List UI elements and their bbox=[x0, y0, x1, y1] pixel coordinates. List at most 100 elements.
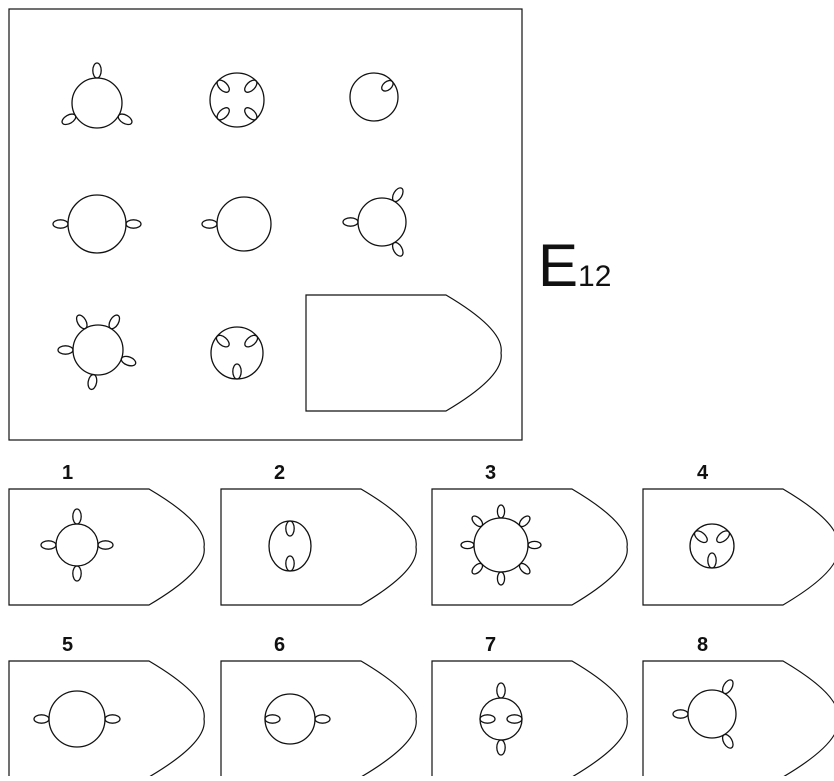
petal-loop bbox=[285, 520, 295, 537]
figure-circle bbox=[71, 77, 123, 129]
option-8-number: 8 bbox=[697, 634, 709, 656]
option-8-figure bbox=[672, 679, 737, 749]
option-7-frame bbox=[431, 660, 628, 778]
petal-loop bbox=[518, 562, 531, 575]
petal-loop bbox=[721, 679, 734, 695]
option-8-frame bbox=[642, 660, 834, 778]
option-4-frame bbox=[642, 488, 834, 606]
petal-loop bbox=[61, 113, 77, 126]
cell-3-2 bbox=[210, 326, 264, 380]
option-7-number: 7 bbox=[485, 634, 497, 656]
petal-loop bbox=[97, 540, 114, 550]
option-5-frame bbox=[8, 660, 205, 778]
puzzle-number: 12 bbox=[578, 260, 612, 293]
figure-circle bbox=[479, 697, 523, 741]
figure-circle bbox=[55, 523, 99, 567]
option-4-figure bbox=[689, 523, 735, 569]
petal-loop bbox=[75, 314, 88, 330]
petal-loop bbox=[471, 515, 484, 528]
petal-loop bbox=[707, 552, 717, 569]
option-4-number: 4 bbox=[697, 462, 709, 484]
petal-loop bbox=[716, 530, 731, 544]
petal-loop bbox=[506, 714, 523, 724]
option-3-figure bbox=[460, 504, 542, 586]
petal-loop bbox=[120, 355, 137, 367]
cell-1-3 bbox=[349, 72, 399, 122]
petal-loop bbox=[314, 714, 331, 724]
option-1-number: 1 bbox=[62, 462, 74, 484]
petal-loop bbox=[496, 504, 506, 519]
petal-loop bbox=[496, 571, 506, 586]
option-5-figure bbox=[33, 690, 121, 748]
petal-loop bbox=[244, 79, 258, 93]
option-6-frame bbox=[220, 660, 417, 778]
petal-loop bbox=[216, 79, 230, 93]
cell-1-1 bbox=[61, 62, 133, 129]
figure-circle bbox=[67, 194, 127, 254]
figure-circle bbox=[687, 689, 737, 739]
petal-loop bbox=[527, 540, 542, 550]
petal-loop bbox=[496, 739, 506, 756]
figure-circle bbox=[264, 693, 316, 745]
petal-loop bbox=[216, 107, 230, 121]
option-6-figure bbox=[264, 693, 331, 745]
figure-circle bbox=[349, 72, 399, 122]
cell-3-1 bbox=[57, 314, 137, 391]
figure-circle bbox=[48, 690, 106, 748]
figure-circle bbox=[357, 197, 407, 247]
cell-1-2 bbox=[209, 72, 265, 128]
petal-loop bbox=[57, 345, 74, 355]
option-2-figure bbox=[268, 520, 312, 572]
petal-loop bbox=[244, 334, 259, 348]
cell-2-1 bbox=[52, 194, 142, 254]
cell-2-2 bbox=[201, 196, 272, 252]
petal-loop bbox=[40, 540, 57, 550]
petal-loop bbox=[201, 219, 218, 229]
option-7-figure bbox=[479, 682, 523, 756]
cell-2-3 bbox=[342, 187, 407, 257]
option-6-number: 6 bbox=[274, 634, 286, 656]
option-2-frame bbox=[220, 488, 417, 606]
petal-loop bbox=[117, 113, 133, 126]
petal-loop bbox=[87, 373, 98, 391]
puzzle-letter: E bbox=[538, 232, 579, 299]
figure-circle bbox=[72, 324, 124, 376]
petal-loop bbox=[721, 733, 734, 749]
petal-loop bbox=[391, 187, 404, 203]
petal-loop bbox=[52, 219, 69, 229]
petal-loop bbox=[72, 565, 82, 582]
answer-slot bbox=[305, 294, 502, 412]
petal-loop bbox=[244, 107, 258, 121]
option-2-number: 2 bbox=[274, 462, 286, 484]
petal-loop bbox=[92, 62, 102, 79]
figure-circle bbox=[216, 196, 272, 252]
matrix-frame bbox=[8, 8, 523, 441]
figure-circle bbox=[268, 520, 312, 572]
petal-loop bbox=[125, 219, 142, 229]
option-1-frame bbox=[8, 488, 205, 606]
puzzle-id: E12 bbox=[538, 236, 611, 296]
petal-loop bbox=[693, 530, 708, 544]
petal-loop bbox=[104, 714, 121, 724]
petal-loop bbox=[496, 682, 506, 699]
option-3-frame bbox=[431, 488, 628, 606]
petal-loop bbox=[215, 334, 230, 348]
petal-loop bbox=[471, 562, 484, 575]
option-5-number: 5 bbox=[62, 634, 74, 656]
petal-loop bbox=[518, 515, 531, 528]
petal-loop bbox=[108, 314, 121, 330]
figure-circle bbox=[209, 72, 265, 128]
option-1-figure bbox=[40, 508, 114, 582]
petal-loop bbox=[391, 241, 404, 257]
petal-loop bbox=[285, 555, 295, 572]
petal-loop bbox=[381, 79, 394, 92]
petal-loop bbox=[460, 540, 475, 550]
petal-loop bbox=[264, 714, 281, 724]
petal-loop bbox=[672, 709, 689, 719]
option-3-number: 3 bbox=[485, 462, 497, 484]
petal-loop bbox=[72, 508, 82, 525]
petal-loop bbox=[33, 714, 50, 724]
petal-loop bbox=[232, 363, 242, 380]
